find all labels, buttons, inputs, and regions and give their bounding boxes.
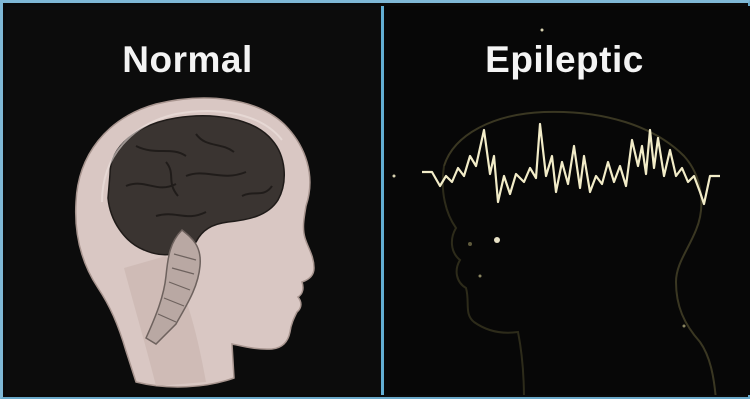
eye-dot bbox=[494, 237, 500, 243]
faint-head-outline bbox=[444, 112, 716, 395]
epileptic-panel: Epileptic bbox=[384, 6, 750, 395]
normal-head-illustration bbox=[6, 6, 381, 395]
epileptic-head-illustration bbox=[384, 6, 750, 395]
normal-panel: Normal bbox=[6, 6, 381, 395]
